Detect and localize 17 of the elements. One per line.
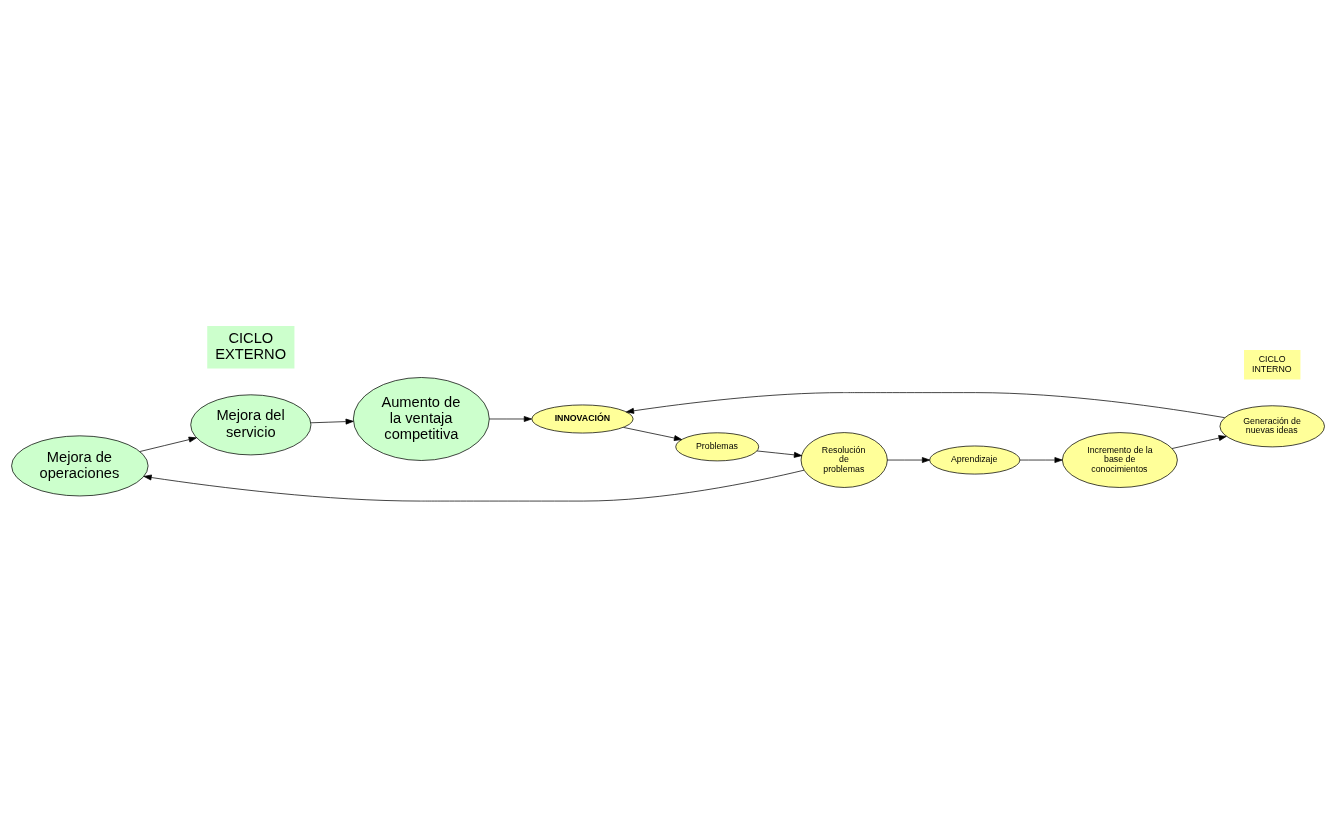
node-ellipse: Mejora de operaciones (11, 434, 149, 496)
node-ellipse: Incremento de la base de conocimientos (1062, 431, 1178, 488)
arrow (886, 456, 931, 463)
arrow (1171, 434, 1227, 449)
arrow (488, 415, 532, 422)
node-box: CICLO EXTERNO (207, 325, 295, 368)
arrow (310, 418, 354, 424)
node-ellipse: Aumento de la ventaja competitiva (353, 376, 490, 461)
arrow (623, 426, 683, 441)
node-ellipse: Resolución de problemas (800, 431, 888, 488)
arrow (1019, 456, 1063, 463)
node-box: CICLO INTERNO (1244, 349, 1301, 379)
node-ellipse: Aprendizaje (929, 445, 1021, 474)
arrow (143, 469, 805, 501)
arrow (139, 436, 197, 452)
arrow (756, 450, 802, 458)
arrow (626, 391, 1225, 418)
